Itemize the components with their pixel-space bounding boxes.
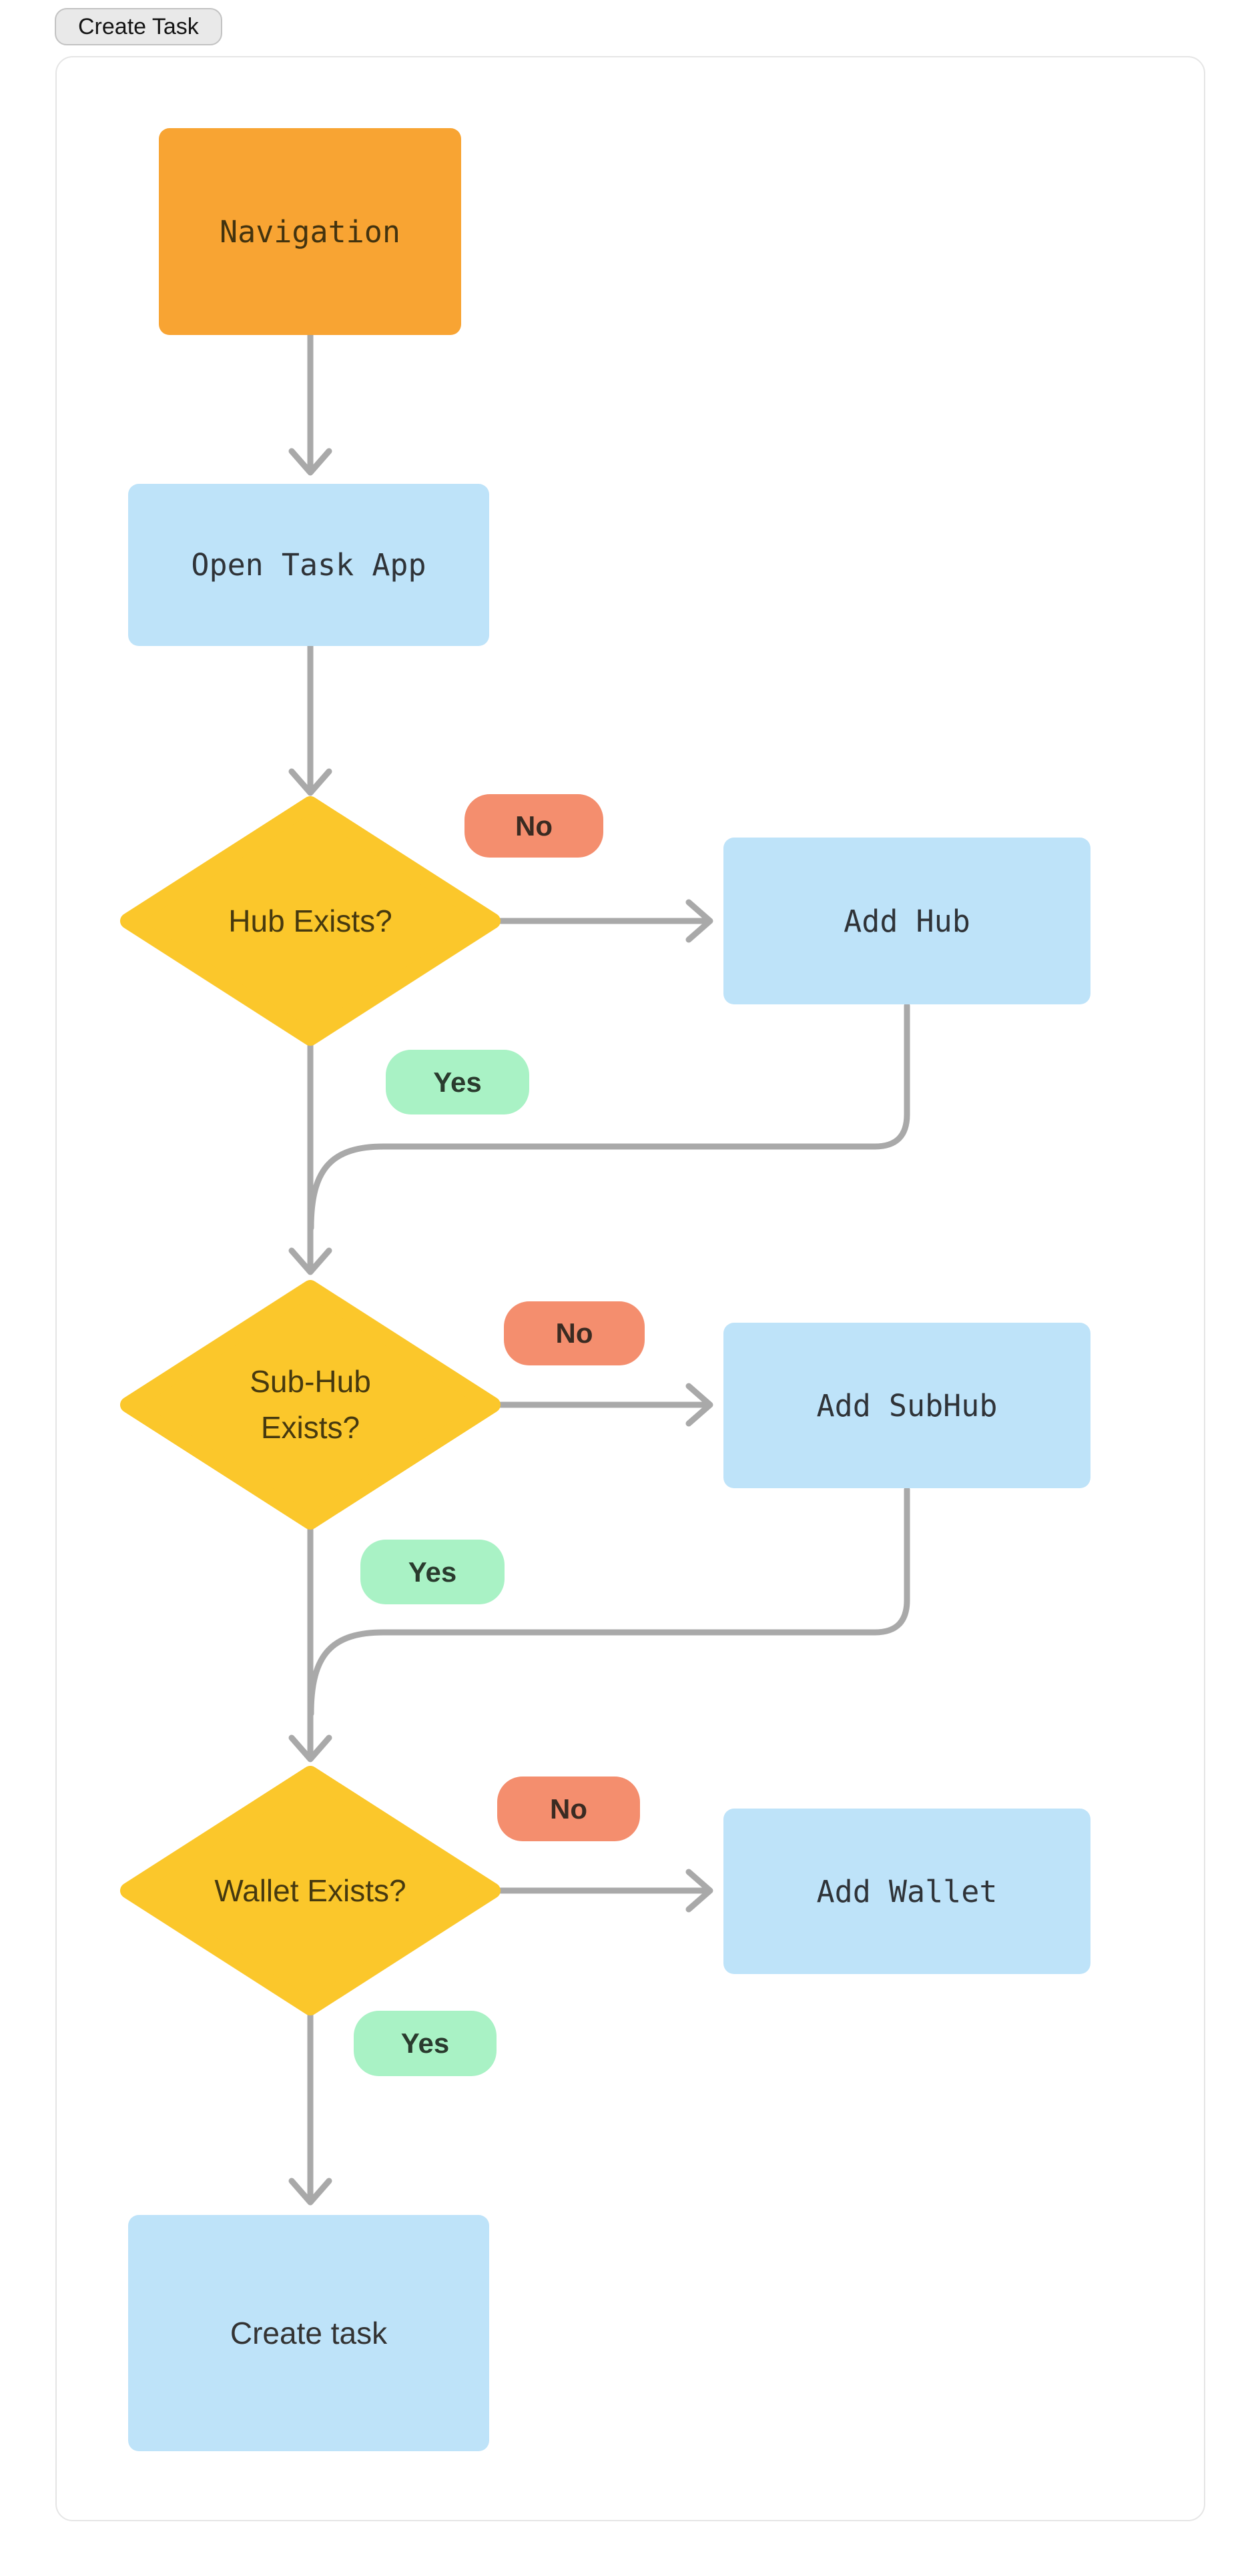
node-add-hub: Add Hub — [723, 838, 1090, 1004]
node-add-subhub-label: Add SubHub — [816, 1387, 998, 1423]
arrowhead-right-icon — [685, 899, 713, 943]
edge-addhub-merge — [308, 1002, 910, 1231]
node-create-task-label: Create task — [230, 2316, 388, 2350]
node-add-hub-label: Add Hub — [844, 903, 970, 939]
subhub-exists-diamond-shape — [120, 1280, 501, 1530]
node-wallet-exists-label: Wallet Exists? — [214, 1873, 406, 1908]
decision-shapes — [120, 796, 501, 2015]
flowchart-card — [55, 56, 1205, 2521]
edge-label-subhub-no: No — [504, 1301, 645, 1365]
node-add-wallet-label: Add Wallet — [816, 1873, 998, 1909]
edge-label-hub-no: No — [464, 794, 603, 858]
edge-addsubhub-merge — [308, 1486, 910, 1717]
arrowhead-right-icon — [685, 1383, 713, 1427]
arrowhead-down-icon — [288, 1247, 332, 1275]
edge-label-wallet-no: No — [497, 1777, 640, 1841]
arrowhead-right-icon — [685, 1869, 713, 1913]
hub-exists-diamond-shape — [120, 796, 501, 1046]
node-create-task: Create task — [128, 2215, 489, 2451]
edge-label-hub-yes: Yes — [386, 1050, 529, 1114]
edge-lines — [288, 332, 910, 2206]
node-navigation-label: Navigation — [220, 214, 400, 250]
edge-label-wallet-yes: Yes — [354, 2011, 497, 2076]
wallet-exists-diamond-shape — [120, 1766, 501, 2015]
edge-label-subhub-yes: Yes — [360, 1540, 505, 1604]
arrowhead-down-icon — [288, 768, 332, 796]
node-hub-exists-label: Hub Exists? — [228, 903, 392, 938]
arrowhead-down-icon — [288, 2178, 332, 2206]
node-open-task-app-label: Open Task App — [191, 547, 426, 583]
node-add-subhub: Add SubHub — [723, 1323, 1090, 1488]
node-open-task-app: Open Task App — [128, 484, 489, 646]
node-add-wallet: Add Wallet — [723, 1809, 1090, 1974]
arrowhead-down-icon — [288, 1734, 332, 1762]
create-task-button[interactable]: Create Task — [55, 8, 222, 45]
arrowhead-down-icon — [288, 448, 332, 476]
node-subhub-exists-label: Sub-Hub Exists? — [250, 1364, 371, 1445]
node-navigation: Navigation — [159, 128, 461, 335]
